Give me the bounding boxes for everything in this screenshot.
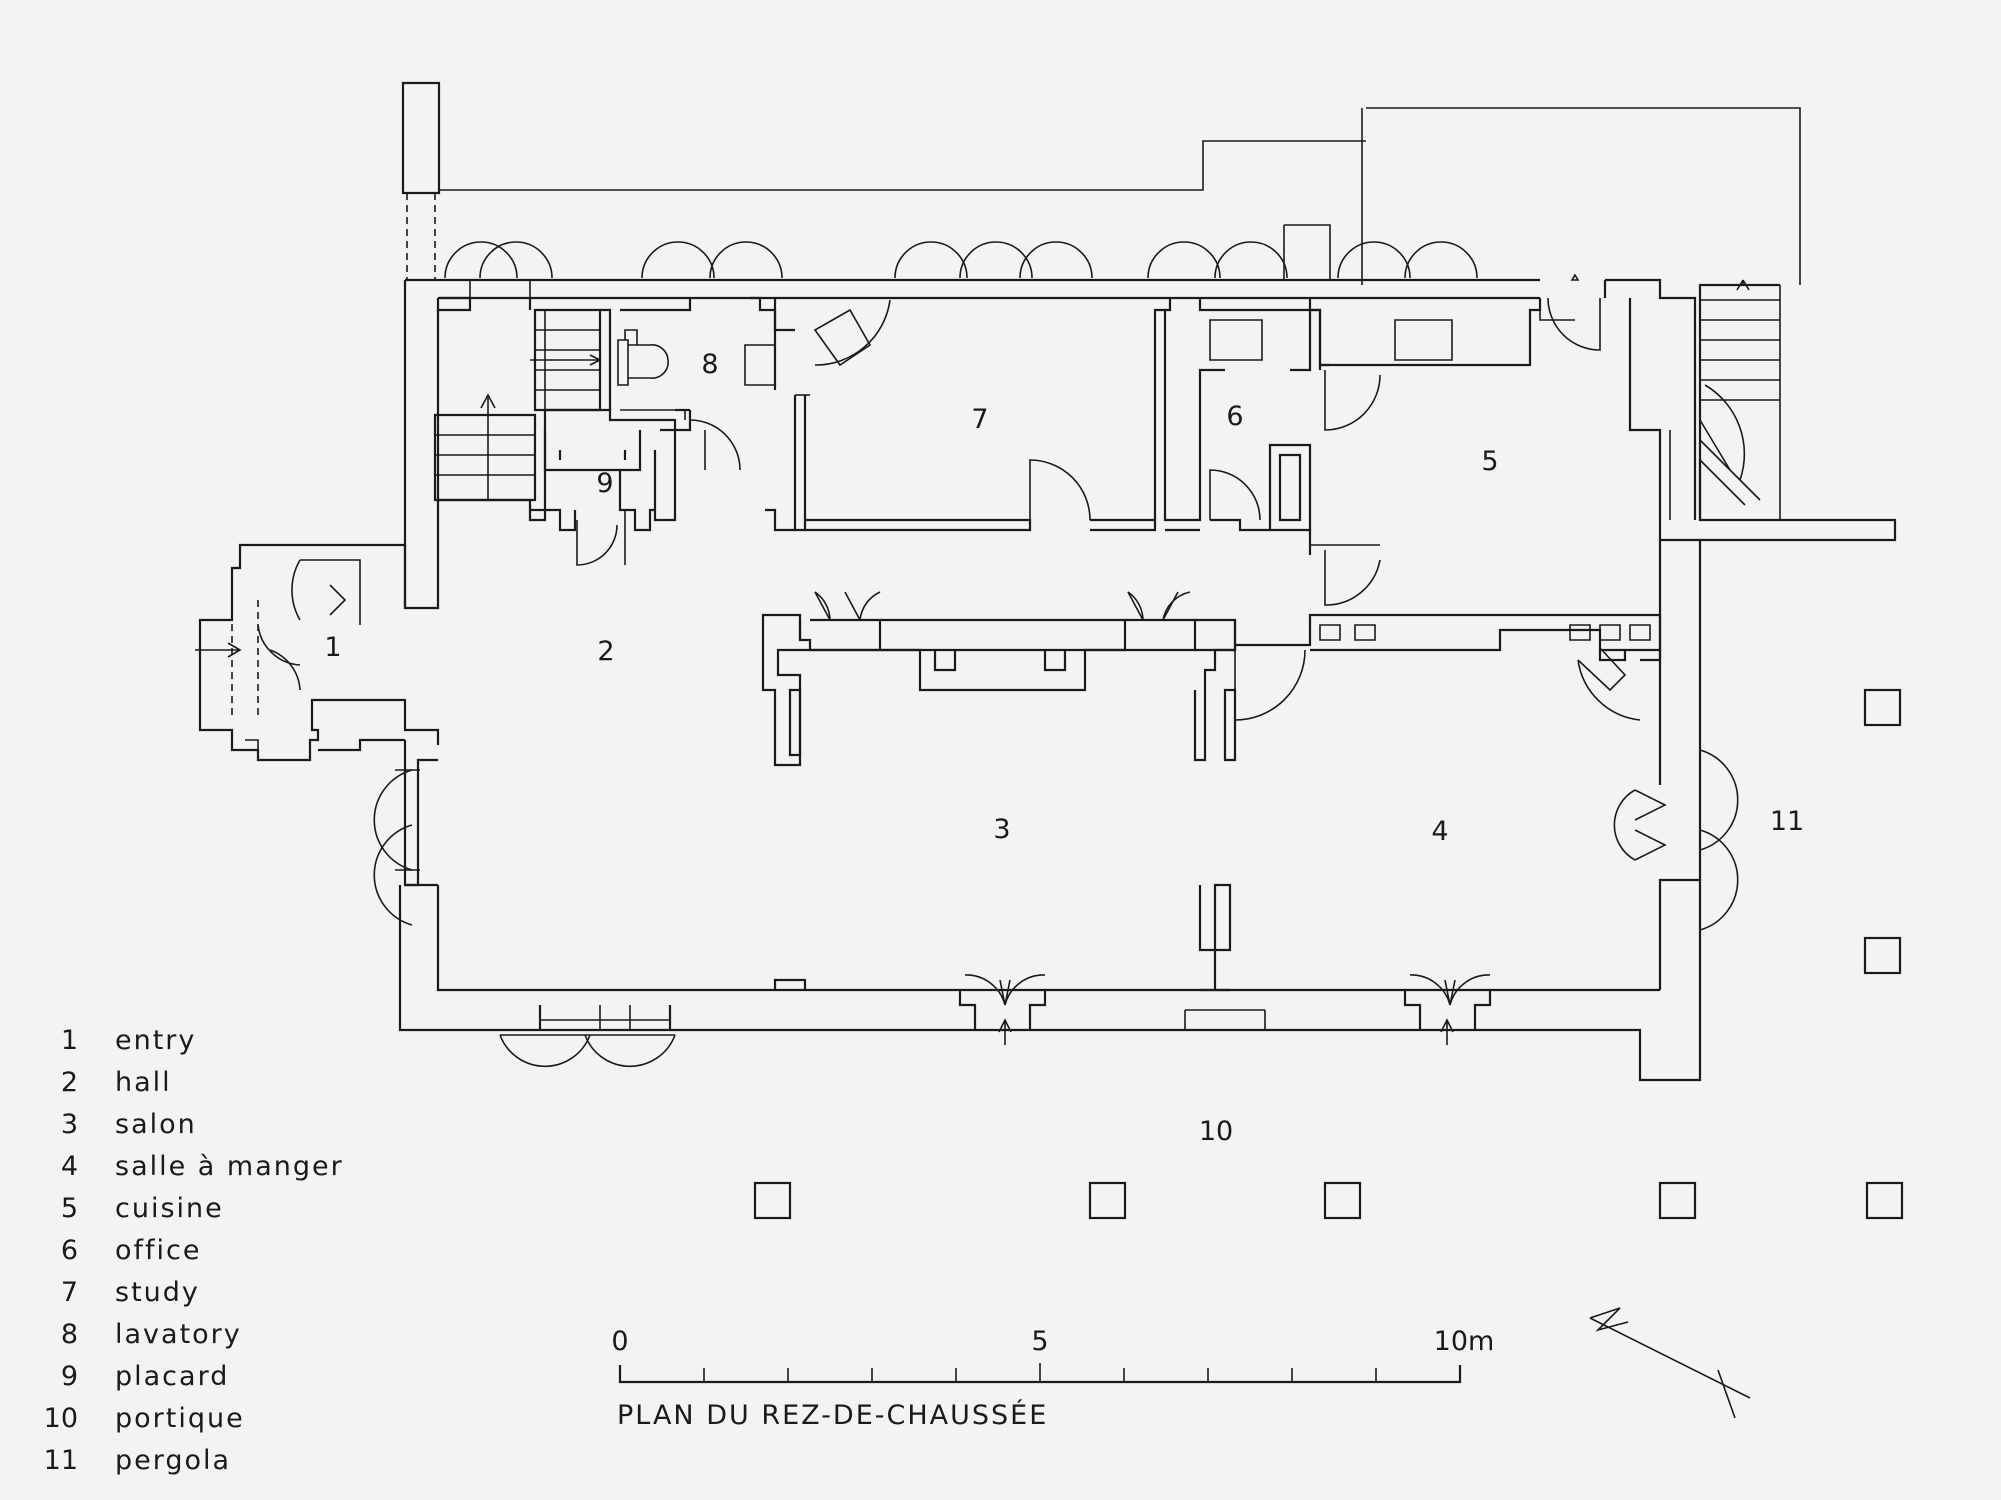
legend-label-1: entry [115, 1025, 196, 1056]
room-number-7: 7 [971, 404, 988, 435]
legend-number-8: 8 [61, 1319, 78, 1350]
legend-number-2: 2 [61, 1067, 78, 1098]
legend-label-9: placard [115, 1361, 229, 1392]
legend-label-5: cuisine [115, 1193, 224, 1224]
legend-label-7: study [115, 1277, 200, 1308]
scale-bar: 0 5 10m PLAN DU REZ-DE-CHAUSSÉE [611, 1326, 1494, 1431]
interior-walls [438, 296, 1662, 992]
legend-number-4: 4 [61, 1151, 78, 1182]
scale-label-5: 5 [1031, 1326, 1048, 1357]
legend-label-11: pergola [115, 1445, 231, 1476]
room-number-6: 6 [1226, 401, 1243, 432]
room-number-5: 5 [1481, 446, 1498, 477]
room-numbers: 1 2 3 4 5 6 7 8 9 10 11 [324, 349, 1804, 1147]
plan-caption: PLAN DU REZ-DE-CHAUSSÉE [617, 1399, 1048, 1431]
legend-number-5: 5 [61, 1193, 78, 1224]
stairs [195, 273, 1781, 1045]
legend-number-6: 6 [61, 1235, 78, 1266]
room-number-8: 8 [701, 349, 718, 380]
legend-label-8: lavatory [115, 1319, 242, 1350]
legend-label-3: salon [115, 1109, 197, 1140]
north-arrow-icon [1589, 1307, 1751, 1419]
room-number-4: 4 [1431, 816, 1448, 847]
legend-number-1: 1 [61, 1025, 78, 1056]
room-number-10: 10 [1199, 1116, 1233, 1147]
room-number-11: 11 [1770, 806, 1804, 837]
legend-label-6: office [115, 1235, 202, 1266]
exterior-walls [198, 81, 1897, 1082]
legend-label-2: hall [115, 1067, 172, 1098]
lavatory-fixtures [617, 329, 669, 386]
scale-label-0: 0 [611, 1326, 628, 1357]
door-swings [257, 241, 1739, 1068]
room-number-2: 2 [597, 636, 614, 667]
legend-number-9: 9 [61, 1361, 78, 1392]
legend-label-4: salle à manger [115, 1151, 344, 1182]
south-openings [538, 978, 1492, 1031]
room-number-9: 9 [596, 468, 613, 499]
legend-number-3: 3 [61, 1109, 78, 1140]
legend-number-7: 7 [61, 1277, 78, 1308]
room-number-1: 1 [324, 632, 341, 663]
scale-label-10: 10m [1434, 1326, 1495, 1357]
legend-number-10: 10 [44, 1403, 78, 1434]
columns [753, 688, 1904, 1220]
legend-number-11: 11 [44, 1445, 78, 1476]
room-number-3: 3 [993, 814, 1010, 845]
legend: 1 entry 2 hall 3 salon 4 salle à manger … [44, 1025, 344, 1476]
legend-label-10: portique [115, 1403, 245, 1434]
